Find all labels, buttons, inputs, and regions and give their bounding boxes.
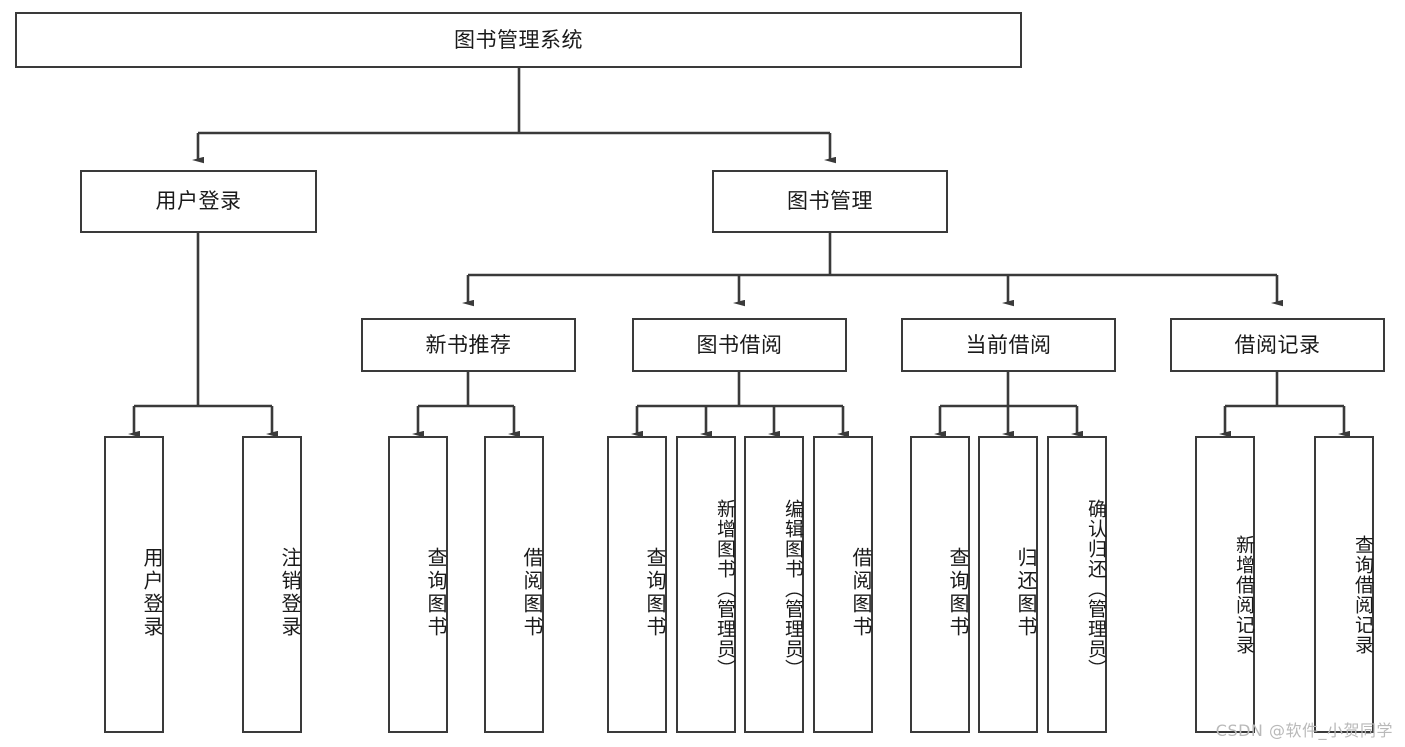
watermark-text: CSDN @软件_小贺同学 bbox=[1215, 721, 1393, 740]
node-leaf-query-record-label: 查询借阅记录 bbox=[1352, 534, 1374, 655]
node-leaf-logout[interactable]: 注销登录 bbox=[242, 436, 302, 733]
node-book-management-label: 图书管理 bbox=[787, 189, 873, 213]
node-leaf-edit-book[interactable]: 编辑图书（管理员） bbox=[744, 436, 804, 733]
node-user-login[interactable]: 用户登录 bbox=[80, 170, 317, 233]
node-leaf-borrow-book-2-label: 借阅图书 bbox=[849, 546, 873, 639]
node-current-borrow-label: 当前借阅 bbox=[965, 332, 1052, 357]
node-leaf-add-record-label: 新增借阅记录 bbox=[1233, 534, 1255, 655]
node-leaf-return-book-label: 归还图书 bbox=[1014, 546, 1038, 639]
node-book-borrow[interactable]: 图书借阅 bbox=[632, 318, 847, 372]
node-leaf-logout-label: 注销登录 bbox=[278, 546, 302, 639]
node-leaf-user-login-label: 用户登录 bbox=[140, 546, 164, 639]
node-leaf-add-book-label: 新增图书（管理员） bbox=[714, 498, 736, 679]
node-current-borrow[interactable]: 当前借阅 bbox=[901, 318, 1116, 372]
node-leaf-confirm-return-label: 确认归还（管理员） bbox=[1085, 498, 1107, 679]
node-leaf-borrow-book-1-label: 借阅图书 bbox=[520, 546, 544, 639]
node-leaf-borrow-book-2[interactable]: 借阅图书 bbox=[813, 436, 873, 733]
node-leaf-query-book-3-label: 查询图书 bbox=[946, 546, 970, 639]
node-leaf-add-record[interactable]: 新增借阅记录 bbox=[1195, 436, 1255, 733]
node-leaf-query-book-1[interactable]: 查询图书 bbox=[388, 436, 448, 733]
node-book-management[interactable]: 图书管理 bbox=[712, 170, 948, 233]
node-leaf-add-book[interactable]: 新增图书（管理员） bbox=[676, 436, 736, 733]
node-leaf-query-book-2[interactable]: 查询图书 bbox=[607, 436, 667, 733]
node-leaf-query-book-1-label: 查询图书 bbox=[424, 546, 448, 639]
node-leaf-borrow-book-1[interactable]: 借阅图书 bbox=[484, 436, 544, 733]
node-borrow-record-label: 借阅记录 bbox=[1234, 332, 1321, 357]
node-root[interactable]: 图书管理系统 bbox=[15, 12, 1022, 68]
node-new-book-recommend-label: 新书推荐 bbox=[425, 332, 512, 357]
node-leaf-query-book-2-label: 查询图书 bbox=[643, 546, 667, 639]
node-user-login-label: 用户登录 bbox=[155, 189, 242, 213]
node-leaf-edit-book-label: 编辑图书（管理员） bbox=[782, 498, 804, 679]
node-root-label: 图书管理系统 bbox=[454, 27, 583, 52]
node-leaf-return-book[interactable]: 归还图书 bbox=[978, 436, 1038, 733]
node-leaf-confirm-return[interactable]: 确认归还（管理员） bbox=[1047, 436, 1107, 733]
node-leaf-query-book-3[interactable]: 查询图书 bbox=[910, 436, 970, 733]
node-new-book-recommend[interactable]: 新书推荐 bbox=[361, 318, 576, 372]
node-leaf-user-login[interactable]: 用户登录 bbox=[104, 436, 164, 733]
node-leaf-query-record[interactable]: 查询借阅记录 bbox=[1314, 436, 1374, 733]
node-book-borrow-label: 图书借阅 bbox=[696, 332, 783, 357]
node-borrow-record[interactable]: 借阅记录 bbox=[1170, 318, 1385, 372]
